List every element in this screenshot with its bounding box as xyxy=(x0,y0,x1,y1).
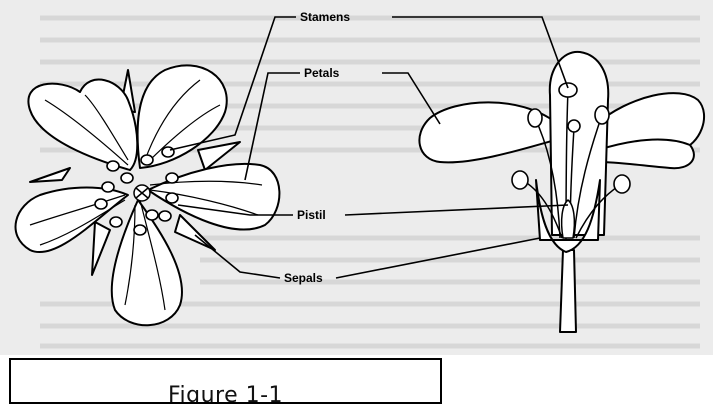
flower-diagram-scan: Stamens Petals Pistil Sepals xyxy=(0,0,713,355)
label-sepals: Sepals xyxy=(284,271,323,285)
label-pistil: Pistil xyxy=(297,208,326,222)
flower-diagram: Stamens Petals Pistil Sepals xyxy=(0,0,713,355)
figure-caption-box: Figure 1-1 xyxy=(9,358,442,404)
label-stamens: Stamens xyxy=(300,10,350,24)
stem xyxy=(560,250,576,332)
label-petals: Petals xyxy=(304,66,340,80)
flower-side-view xyxy=(419,52,704,332)
petal-top-left xyxy=(28,80,137,170)
figure-caption: Figure 1-1 xyxy=(168,385,283,404)
pistil-left xyxy=(134,185,150,201)
